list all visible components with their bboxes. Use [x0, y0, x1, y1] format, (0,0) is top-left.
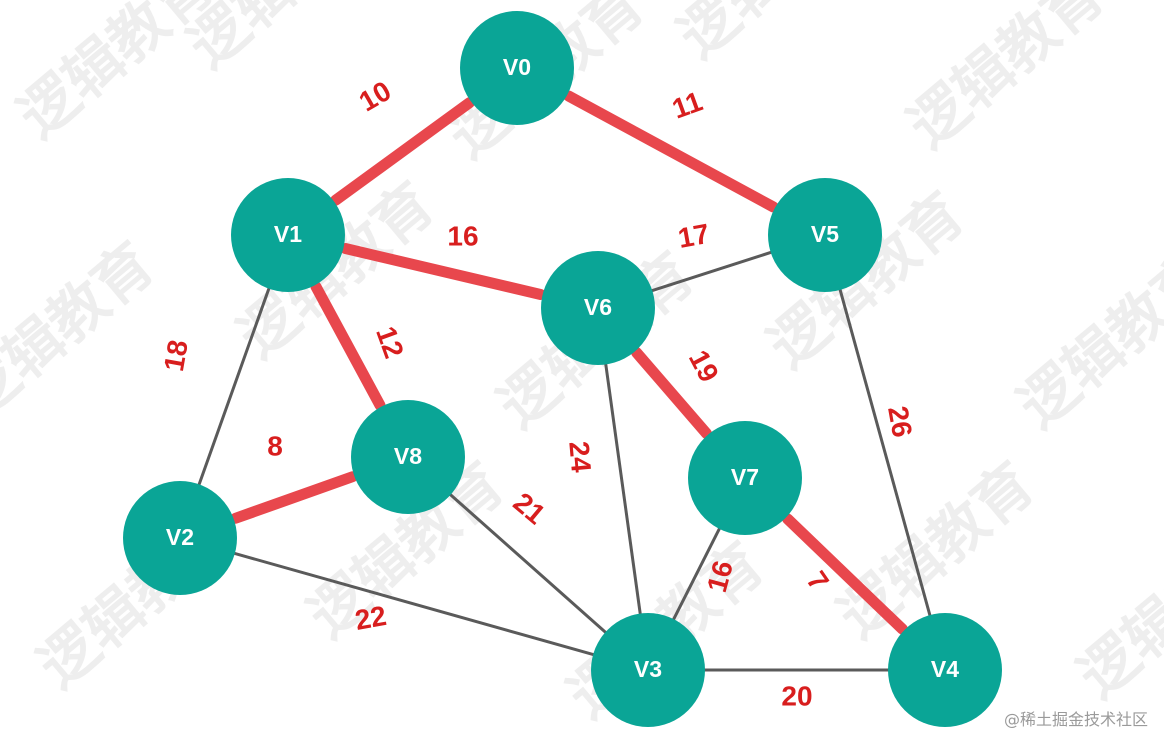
node-circle — [888, 613, 1002, 727]
node-circle — [591, 613, 705, 727]
node-label: V6 — [584, 294, 612, 320]
edge-v1-v2 — [197, 286, 271, 487]
edge-v7-v3 — [671, 526, 722, 622]
node-circle — [231, 178, 345, 292]
weight-label-v2-v8: 8 — [267, 430, 283, 461]
node-label: V3 — [634, 656, 662, 682]
node-v0: V0 — [460, 11, 574, 125]
node-v6: V6 — [541, 251, 655, 365]
node-v7: V7 — [688, 421, 802, 535]
node-label: V4 — [931, 656, 959, 682]
node-label: V8 — [394, 443, 422, 469]
edge-v8-v3 — [448, 492, 608, 635]
weight-label-v6-v7: 19 — [683, 345, 725, 387]
watermark-tile: 逻辑教育 — [175, 0, 396, 81]
node-circle — [460, 11, 574, 125]
edge-v1-v6 — [339, 243, 547, 300]
weight-label-v2-v3: 22 — [353, 600, 389, 636]
edge-v0-v5 — [563, 90, 779, 213]
weight-label-v6-v3: 24 — [563, 440, 597, 474]
weight-label-v1-v2: 18 — [158, 338, 194, 374]
edge-v0-v1 — [330, 97, 475, 206]
node-circle — [123, 481, 237, 595]
watermark-tile: 逻辑教育 — [895, 0, 1116, 161]
node-v1: V1 — [231, 178, 345, 292]
node-v5: V5 — [768, 178, 882, 292]
edge-v6-v3 — [604, 362, 642, 616]
edge-v7-v4 — [782, 513, 908, 635]
weight-label-v1-v8: 12 — [370, 322, 410, 362]
node-v2: V2 — [123, 481, 237, 595]
node-v3: V3 — [591, 613, 705, 727]
node-label: V1 — [274, 221, 302, 247]
node-label: V7 — [731, 464, 759, 490]
node-label: V0 — [503, 54, 531, 80]
weight-label-v8-v3: 21 — [507, 486, 551, 530]
node-circle — [541, 251, 655, 365]
watermark-tile: 逻辑教育 — [1005, 239, 1164, 440]
node-label: V5 — [811, 221, 839, 247]
node-circle — [351, 400, 465, 514]
edge-v2-v3 — [232, 551, 596, 657]
node-label: V2 — [166, 524, 194, 550]
watermark-tile: 逻辑教育 — [0, 229, 167, 430]
watermark-tile: 逻辑教育 — [665, 0, 886, 71]
credit-watermark: @稀土掘金技术社区 — [1003, 710, 1148, 729]
weight-label-v0-v1: 10 — [354, 75, 396, 117]
node-v4: V4 — [888, 613, 1002, 727]
edge-v5-v4 — [838, 287, 932, 618]
weight-label-v7-v4: 7 — [801, 566, 835, 597]
weight-label-v3-v4: 20 — [781, 680, 812, 711]
edge-layer — [197, 90, 932, 672]
weight-label-v5-v6: 17 — [676, 218, 712, 254]
edge-v2-v8 — [230, 471, 358, 524]
node-circle — [688, 421, 802, 535]
edge-v1-v8 — [310, 281, 386, 411]
node-circle — [768, 178, 882, 292]
weight-label-v0-v5: 11 — [668, 85, 706, 124]
node-v8: V8 — [351, 400, 465, 514]
edge-v5-v6 — [649, 250, 774, 293]
weight-label-v1-v6: 16 — [447, 220, 478, 251]
edge-v6-v7 — [631, 347, 712, 439]
watermark-tile: 逻辑教育 — [1065, 509, 1164, 710]
weight-label-v5-v4: 26 — [882, 404, 918, 440]
